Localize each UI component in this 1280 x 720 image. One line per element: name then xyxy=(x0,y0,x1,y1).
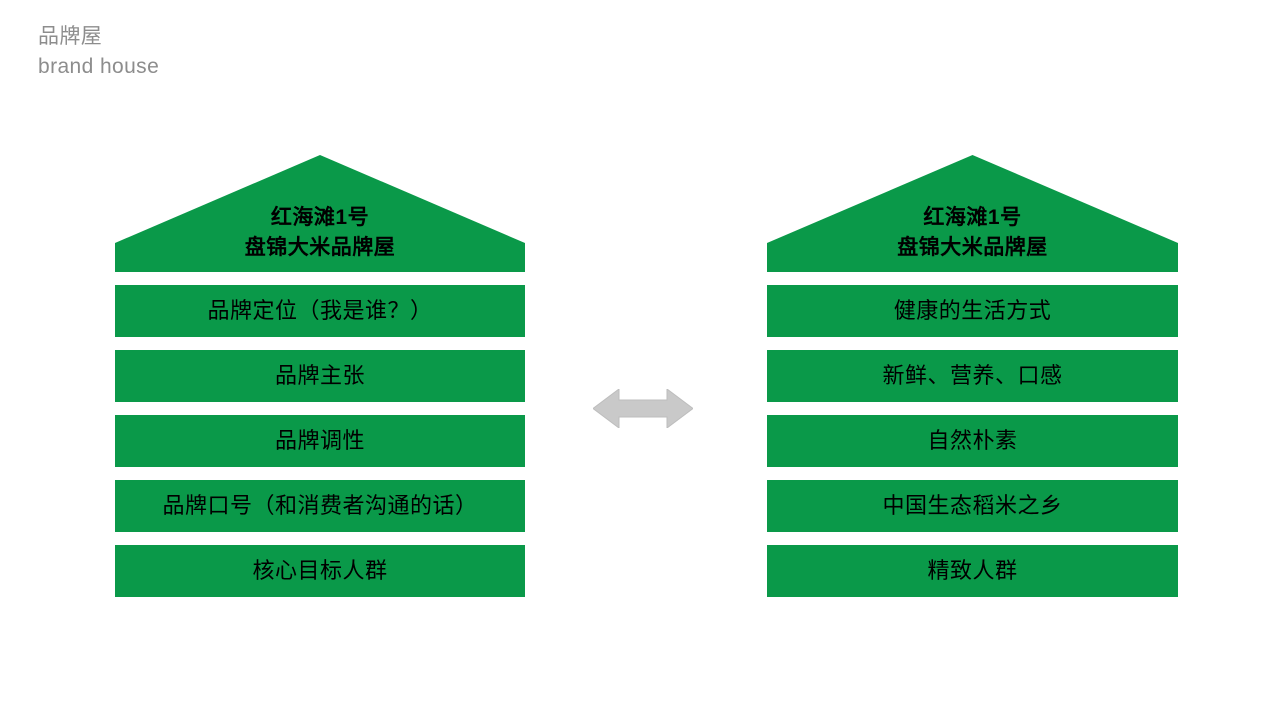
roof-title-line2: 盘锦大米品牌屋 xyxy=(897,236,1048,260)
roof-title-line1: 红海滩1号 xyxy=(270,205,370,229)
house-roof-title-right: 红海滩1号 盘锦大米品牌屋 xyxy=(767,203,1178,264)
page-title-en: brand house xyxy=(38,54,160,78)
roof-title-line2: 盘锦大米品牌屋 xyxy=(244,236,396,260)
house-bar-right-1[interactable]: 健康的生活方式 xyxy=(767,285,1178,337)
house-roof-title-left: 红海滩1号 盘锦大米品牌屋 xyxy=(115,203,525,264)
double-headed-arrow-icon xyxy=(593,389,693,428)
roof-shape-icon xyxy=(767,155,1178,272)
house-bar-left-5[interactable]: 核心目标人群 xyxy=(115,545,525,597)
house-bars-right: 健康的生活方式 新鲜、营养、口感 自然朴素 中国生态稻米之乡 精致人群 xyxy=(767,285,1178,597)
arrow-shape xyxy=(593,389,693,428)
page-title: 品牌屋 brand house xyxy=(38,22,159,82)
house-bar-right-5[interactable]: 精致人群 xyxy=(767,545,1178,597)
house-bar-left-4[interactable]: 品牌口号（和消费者沟通的话） xyxy=(115,480,525,532)
house-bar-right-3[interactable]: 自然朴素 xyxy=(767,415,1178,467)
house-bar-right-2[interactable]: 新鲜、营养、口感 xyxy=(767,350,1178,402)
brand-house-left: 红海滩1号 盘锦大米品牌屋 品牌定位（我是谁？） 品牌主张 品牌调性 品牌口号（… xyxy=(115,155,525,597)
house-bar-right-4[interactable]: 中国生态稻米之乡 xyxy=(767,480,1178,532)
page-title-zh: 品牌屋 xyxy=(38,25,103,48)
brand-house-right: 红海滩1号 盘锦大米品牌屋 健康的生活方式 新鲜、营养、口感 自然朴素 中国生态… xyxy=(767,155,1178,597)
house-roof-right: 红海滩1号 盘锦大米品牌屋 xyxy=(767,155,1178,272)
house-bar-left-3[interactable]: 品牌调性 xyxy=(115,415,525,467)
house-bar-left-2[interactable]: 品牌主张 xyxy=(115,350,525,402)
house-bar-left-1[interactable]: 品牌定位（我是谁？） xyxy=(115,285,525,337)
roof-title-line1: 红海滩1号 xyxy=(923,205,1022,229)
house-bars-left: 品牌定位（我是谁？） 品牌主张 品牌调性 品牌口号（和消费者沟通的话） 核心目标… xyxy=(115,285,525,597)
roof-shape-icon xyxy=(115,155,525,272)
house-roof-left: 红海滩1号 盘锦大米品牌屋 xyxy=(115,155,525,272)
